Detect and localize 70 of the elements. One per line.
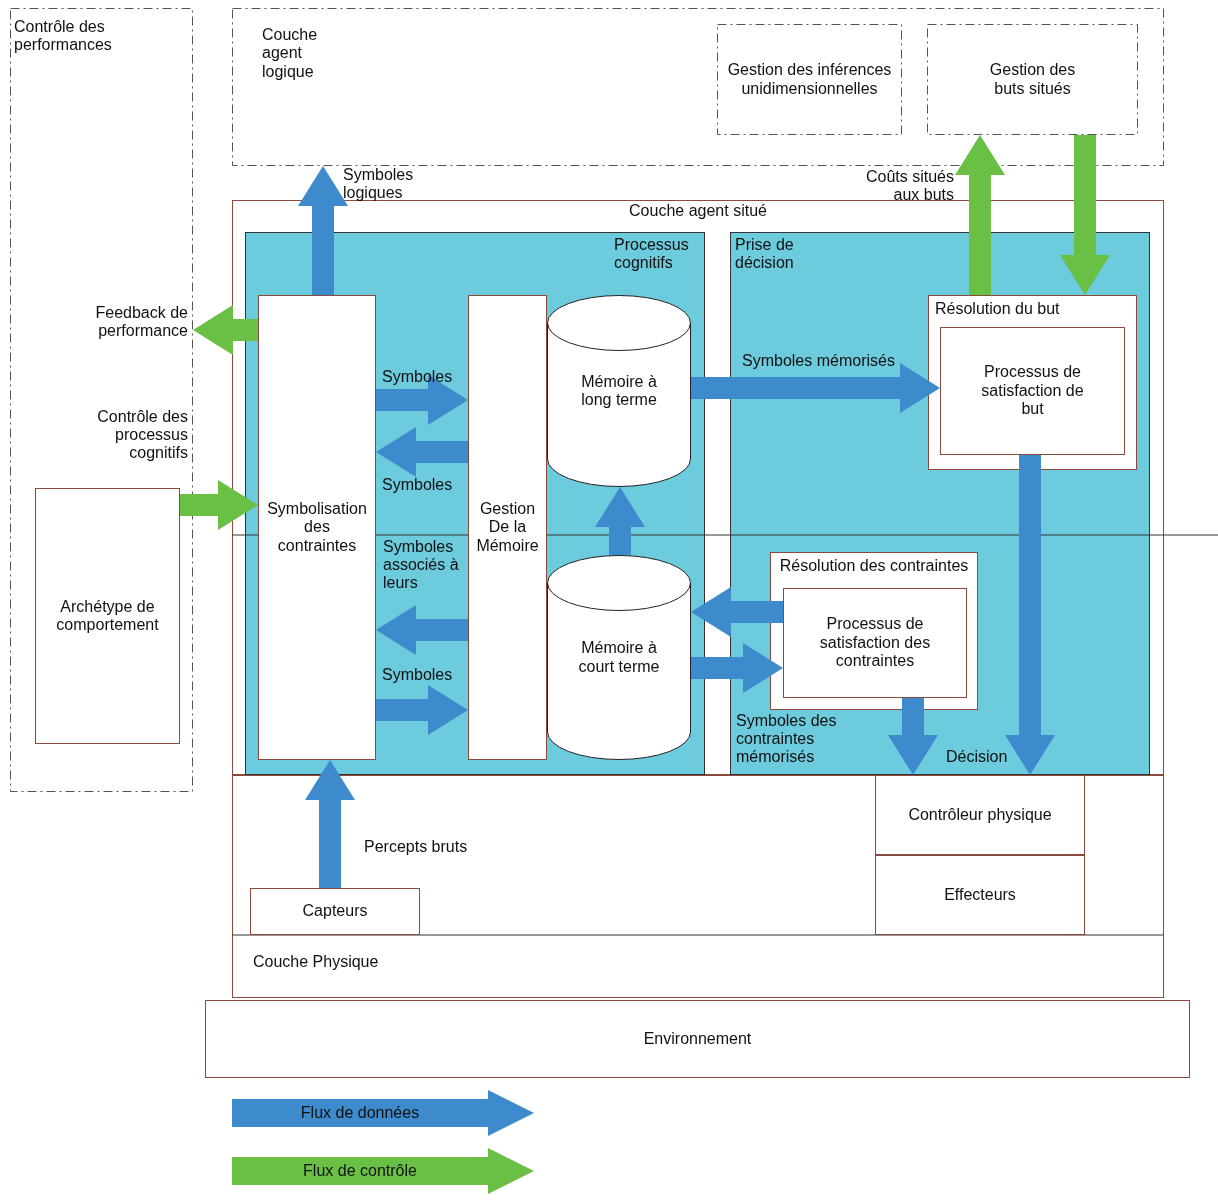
layer-frame: [232, 8, 1164, 166]
layer-frame: [232, 200, 1164, 775]
text-label: Décision: [946, 748, 1008, 766]
node-label: Processus cognitifs: [614, 236, 690, 273]
flow-arrow: [595, 487, 645, 555]
module-panel: [730, 232, 1150, 775]
flow-arrow: [180, 480, 258, 530]
flow-arrow: [376, 375, 468, 425]
flow-arrow: [691, 363, 940, 413]
node-label: Couche Physique: [253, 952, 379, 971]
legend-label: Flux de données: [299, 1103, 421, 1123]
process-box: [940, 327, 1125, 455]
edge-label: Symboles associés à leurs: [383, 538, 460, 592]
flow-arrow: [1005, 455, 1055, 775]
node-label: Couche agent situé: [629, 202, 767, 221]
edge-label: Symboles: [382, 476, 454, 494]
flow-arrow: [691, 587, 783, 637]
flow-arrow: [305, 760, 355, 888]
flow-arrow: [691, 643, 783, 693]
node-label: Capteurs: [302, 902, 368, 921]
node-label: Mémoire à court terme: [577, 639, 661, 676]
flow-arrow: [193, 305, 258, 355]
flow-arrow: [376, 685, 468, 735]
node-label: Symbolisation des contraintes: [266, 499, 368, 556]
process-box: [35, 488, 180, 744]
edge-label: Feedback de performance: [94, 304, 188, 340]
flow-arrow: [376, 427, 468, 477]
process-box: [928, 295, 1137, 470]
flow-arrow: [955, 135, 1005, 295]
edge-label: Percepts bruts: [364, 838, 469, 856]
process-box: [783, 588, 967, 698]
edge-label: Contrôle des processus cognitifs: [96, 408, 188, 462]
node-label: Couche agent logique: [262, 26, 319, 82]
node-label: Résolution des contraintes: [779, 557, 969, 576]
edge-label: Symboles: [382, 368, 454, 386]
node-label: Contrôleur physique: [908, 805, 1052, 825]
edge-label: Symboles logiques: [343, 166, 415, 202]
node-label: Processus de satisfaction des contraintes: [818, 615, 932, 671]
node-label: Gestion De la Mémoire: [475, 499, 540, 556]
process-box: [927, 24, 1138, 135]
node-label: Gestion des inférences unidimensionnelles: [726, 61, 893, 98]
edge-label: Symboles mémorisés: [742, 352, 896, 370]
module-panel: [245, 232, 705, 775]
process-box: [770, 552, 978, 710]
flow-arrow: [888, 698, 938, 775]
device-box: [875, 855, 1085, 935]
node-label: Archétype de comportement: [55, 597, 160, 635]
edge-label: Coûts situés aux buts: [864, 168, 954, 204]
node-label: Contrôle des performances: [14, 18, 113, 55]
layer-frame: [232, 775, 1164, 998]
node-label: Mémoire à long terme: [580, 372, 658, 410]
process-box: [258, 295, 376, 760]
legend-label: Flux de contrôle: [302, 1161, 418, 1181]
flow-arrow: [298, 166, 348, 295]
process-box: [717, 24, 902, 135]
node-label: Processus de satisfaction de but: [980, 363, 1085, 419]
device-box: [875, 775, 1085, 855]
node-label: Résolution du but: [935, 300, 1060, 319]
node-label: Environnement: [643, 1029, 752, 1049]
edge-label: Symboles des contraintes mémorisés: [736, 712, 838, 766]
process-box: [468, 295, 547, 760]
node-label: Gestion des buts situés: [988, 61, 1077, 98]
node-label: Effecteurs: [944, 885, 1016, 905]
environment-box: [205, 1000, 1190, 1078]
flow-arrow: [376, 605, 468, 655]
flow-arrow: [1060, 135, 1110, 295]
edge-label: Symboles: [382, 666, 454, 684]
layer-frame: [10, 8, 193, 792]
node-label: Prise de décision: [735, 236, 795, 273]
device-box: [250, 888, 420, 935]
